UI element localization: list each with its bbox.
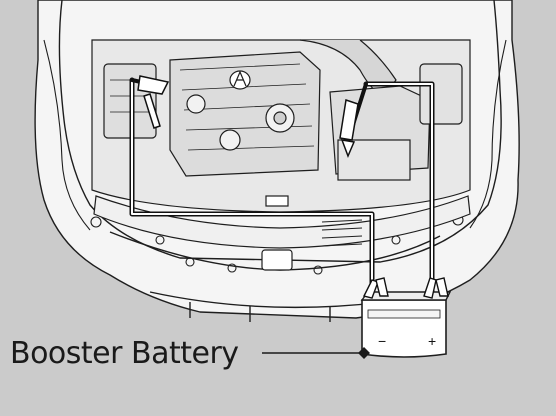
clamp-icon <box>339 99 359 141</box>
fender-details <box>43 39 507 275</box>
clamp-icon <box>340 139 356 159</box>
clamp-icon <box>375 277 389 297</box>
battery-negative-symbol: − <box>378 333 386 349</box>
engine-bay <box>91 39 471 271</box>
clamp-icon <box>143 93 161 129</box>
battery-positive-symbol: + <box>428 333 436 349</box>
clamp-icon <box>137 75 170 95</box>
booster-battery-label: Booster Battery <box>10 336 239 371</box>
acura-logo-icon <box>229 70 251 90</box>
callout-leader <box>262 347 370 359</box>
clamp-icon <box>435 277 449 297</box>
vehicle-side-clamps <box>137 75 359 159</box>
